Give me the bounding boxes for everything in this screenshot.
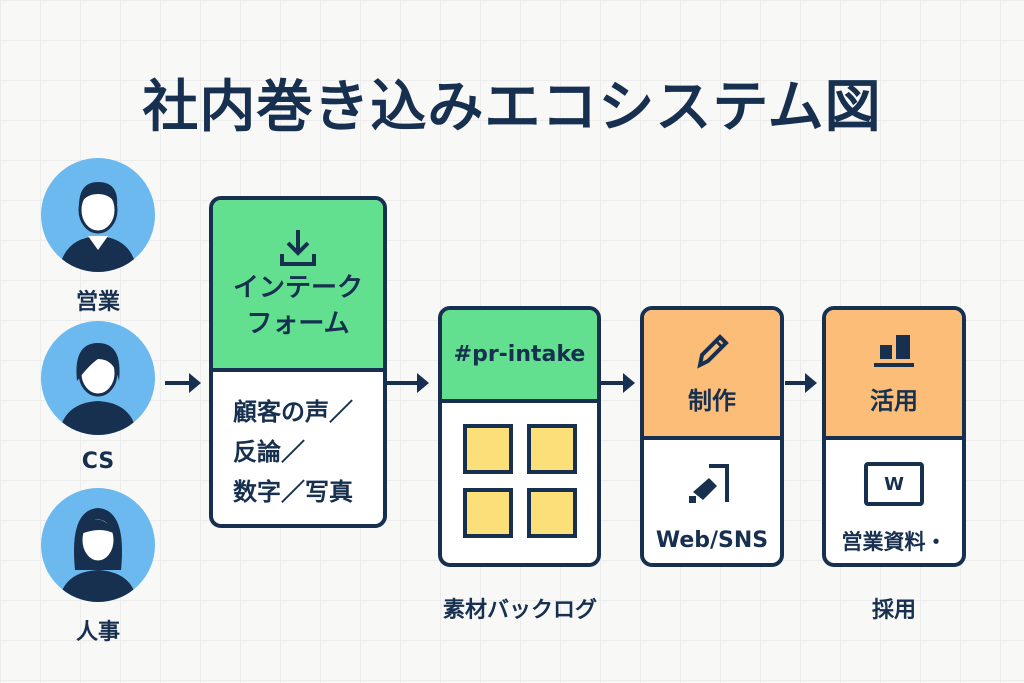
- person-label: CS: [81, 449, 115, 474]
- channel-header: #pr-intake: [442, 310, 597, 403]
- avatar-hr: [41, 488, 155, 602]
- person-label: 営業: [75, 290, 120, 315]
- usage-body: 営業資料・: [841, 530, 947, 554]
- intake-body-line: 数字／写真: [233, 478, 353, 506]
- avatar-sales: [41, 158, 155, 272]
- avatar-cs: [41, 321, 155, 435]
- icon-letter: W: [884, 473, 904, 495]
- page-title: 社内巻き込みエコシステム図: [142, 75, 882, 140]
- person-icon: [59, 508, 137, 602]
- person-icon: [59, 343, 137, 435]
- intake-title-line1: インテーク: [232, 273, 363, 303]
- intake-title-line2: フォーム: [246, 309, 350, 339]
- backlog-grid-icon: [442, 403, 597, 538]
- production-header: 制作: [644, 310, 780, 440]
- production-card: 制作 Web/SNS: [640, 306, 784, 567]
- person-icon: [59, 182, 137, 272]
- channel-name: #pr-intake: [453, 342, 586, 367]
- usage-caption: 採用: [871, 598, 916, 623]
- production-body: Web/SNS: [655, 528, 769, 553]
- intake-body-line: 顧客の声／: [233, 398, 353, 426]
- intake-form-header: インテーク フォーム: [213, 200, 383, 372]
- channel-card: #pr-intake: [438, 306, 601, 567]
- download-icon: [280, 230, 316, 266]
- bar-chart-icon: [874, 334, 914, 367]
- usage-title: 活用: [870, 386, 918, 415]
- pencil-icon: [697, 333, 729, 369]
- arrow-icon: [785, 373, 817, 393]
- arrow-icon: [387, 373, 429, 393]
- intake-form-card: インテーク フォーム 顧客の声／ 反論／ 数字／写真: [209, 196, 387, 528]
- arrow-icon: [601, 373, 635, 393]
- usage-header: 活用: [826, 310, 962, 440]
- person-label: 人事: [75, 620, 120, 645]
- document-w-icon: W: [864, 462, 924, 506]
- production-title: 制作: [688, 386, 736, 415]
- backlog-caption: 素材バックログ: [442, 598, 597, 623]
- arrow-icon: [165, 373, 201, 393]
- launch-icon: [689, 464, 729, 503]
- intake-body-line: 反論／: [233, 438, 305, 466]
- usage-card: 活用 W 営業資料・: [822, 306, 966, 567]
